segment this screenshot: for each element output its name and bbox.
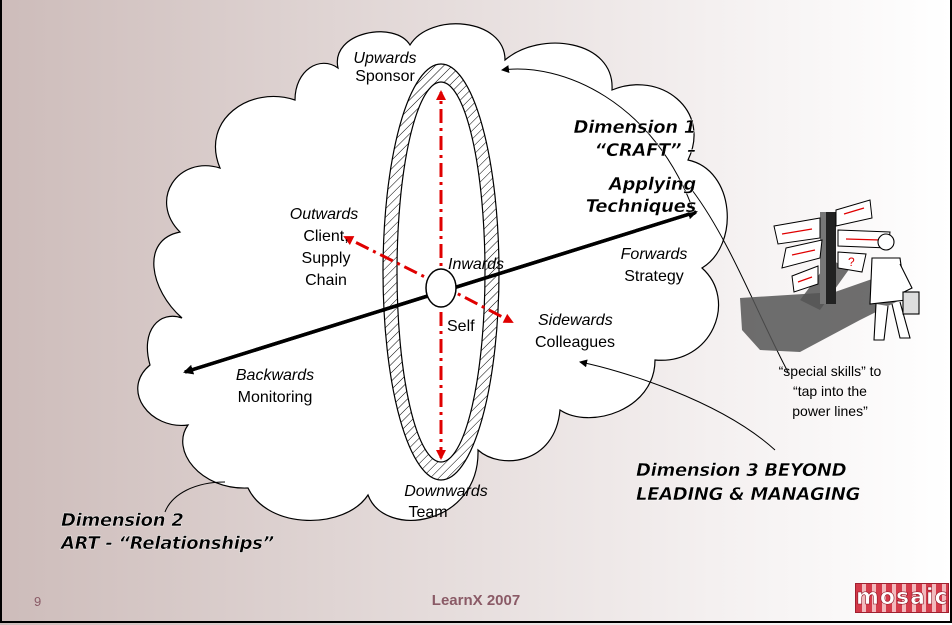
footer-title: LearnX 2007: [431, 592, 521, 609]
dimension-3-title: Dimension 3 BEYOND: [636, 460, 847, 481]
strategy-label: Strategy: [624, 268, 684, 285]
outwards-label: Outwards: [289, 206, 359, 223]
special-skills-line-3: power lines”: [792, 403, 868, 419]
upwards-label: Upwards: [353, 50, 417, 67]
connector-curves: [164, 65, 789, 513]
chain-label: Chain: [305, 272, 347, 289]
dimension-2-art: ART - “Relationships”: [61, 533, 275, 554]
page-number: 9: [34, 594, 42, 609]
monitoring-label: Monitoring: [237, 389, 313, 406]
downwards-label: Downwards: [404, 483, 488, 500]
inwards-label: Inwards: [448, 256, 505, 273]
logo-text: mosaic: [856, 585, 949, 611]
client-label: Client,: [303, 228, 349, 245]
sidewards-label: Sidewards: [538, 312, 613, 329]
mosaic-logo: mosaic: [855, 583, 949, 613]
dimension-1-title: Dimension 1: [573, 117, 696, 138]
signpost-man-illustration: ?: [740, 199, 920, 352]
dimension-1-techniques: Techniques: [585, 196, 697, 217]
svg-text:?: ?: [848, 255, 855, 269]
special-skills-line-2: “tap into the: [793, 383, 867, 399]
dimension-1-applying: Applying: [608, 174, 697, 195]
backwards-label: Backwards: [235, 367, 315, 384]
self-node: [425, 268, 457, 308]
sponsor-label: Sponsor: [355, 68, 415, 85]
team-label: Team: [408, 504, 448, 521]
dimension-1-craft: “CRAFT” –: [594, 140, 696, 161]
supply-label: Supply: [301, 250, 351, 267]
self-label: Self: [447, 318, 475, 335]
special-skills-line-1: “special skills” to: [778, 363, 882, 379]
dimension-3-leading: LEADING & MANAGING: [636, 484, 861, 505]
dimension-2-title: Dimension 2: [61, 510, 184, 531]
forwards-label: Forwards: [620, 246, 688, 263]
colleagues-label: Colleagues: [535, 334, 616, 351]
